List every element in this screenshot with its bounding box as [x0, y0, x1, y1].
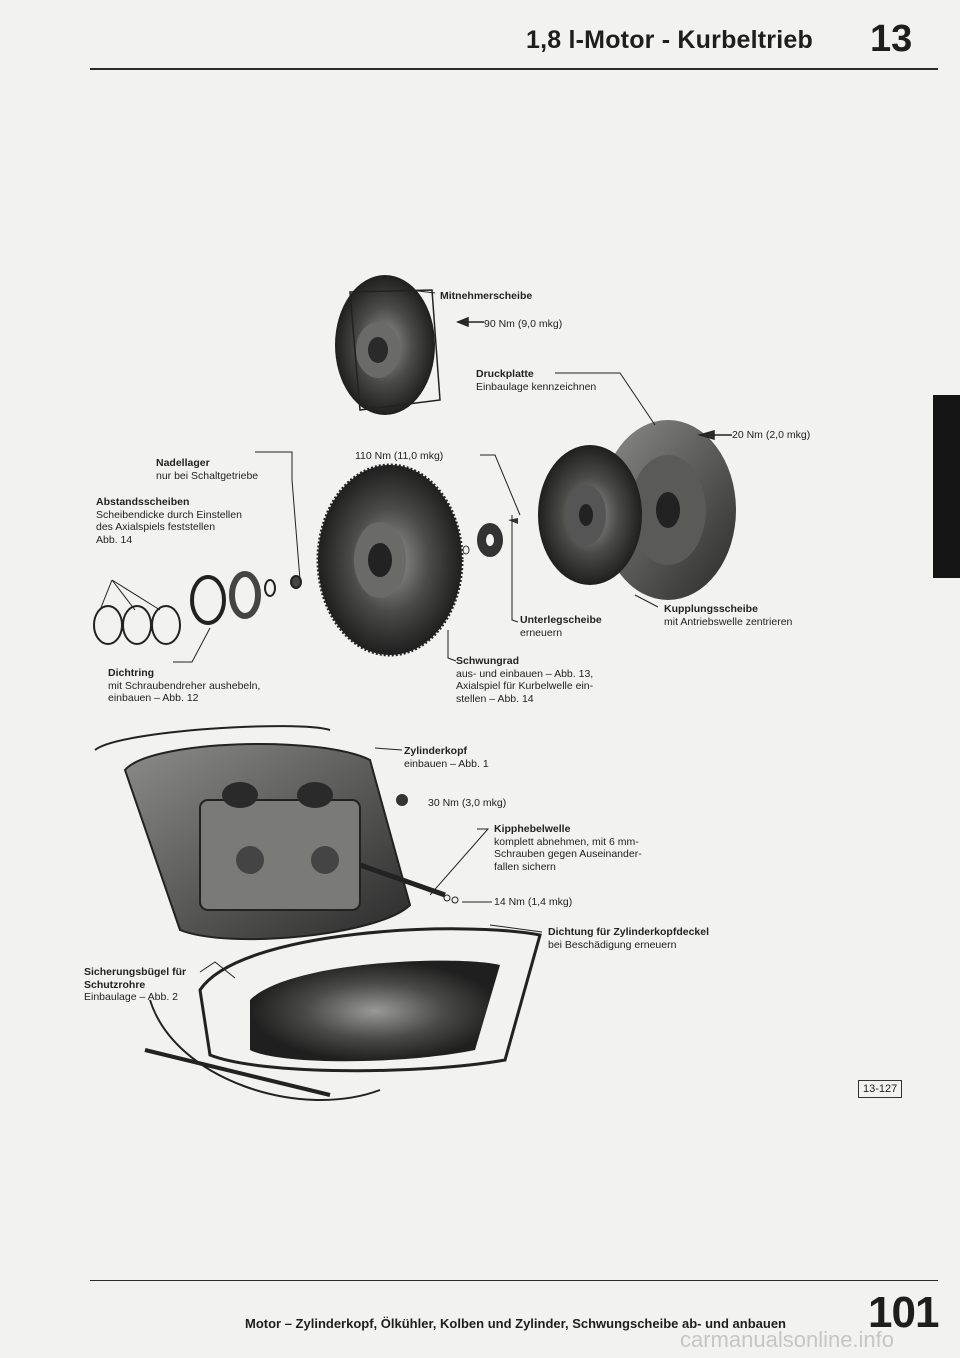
flywheel-part	[316, 463, 464, 657]
label-schwungrad: Schwungrad aus- und einbauen – Abb. 13, …	[456, 655, 594, 705]
bolt-20nm-icon	[697, 430, 732, 440]
page-number: 101	[868, 1288, 939, 1337]
label-torque-14: 14 Nm (1,4 mkg)	[494, 896, 573, 908]
rocker-shaft-part	[359, 794, 459, 904]
label-torque-30: 30 Nm (3,0 mkg)	[428, 797, 507, 809]
page-title: 1,8 l-Motor - Kurbeltrieb	[526, 26, 813, 54]
bolt-90nm-icon	[455, 316, 484, 328]
label-torque-90: 90 Nm (9,0 mkg)	[484, 318, 563, 330]
label-mitnehmerscheibe: Mitnehmerscheibe	[440, 290, 533, 302]
section-tab-marker	[933, 395, 960, 578]
section-number: 13	[870, 18, 913, 60]
figure-code: 13-127	[858, 1080, 903, 1098]
label-torque-20: 20 Nm (2,0 mkg)	[732, 429, 811, 441]
label-dichtring: Dichtring mit Schraubendreher aushebeln,…	[108, 667, 261, 704]
footer-rule	[90, 1280, 938, 1281]
label-abstandsscheiben: Abstandsscheiben Scheibendicke durch Ein…	[96, 496, 242, 546]
spacer-rings-part	[93, 571, 302, 645]
label-sicherungsbuegel: Sicherungsbügel für Schutzrohre Einbaula…	[84, 966, 187, 1003]
leader-lines	[99, 289, 659, 979]
footer-chapter-text: Motor – Zylinderkopf, Ölkühler, Kolben u…	[245, 1316, 786, 1331]
cylinder-head-part	[94, 725, 412, 941]
valve-cover-part	[144, 927, 542, 1101]
header-rule	[90, 68, 938, 70]
washer-part	[462, 518, 518, 557]
clutch-part	[538, 420, 736, 600]
label-torque-110: 110 Nm (11,0 mkg)	[355, 450, 444, 462]
label-kipphebelwelle: Kipphebelwelle komplett abnehmen, mit 6 …	[494, 823, 642, 873]
drive-plate-part	[335, 275, 441, 415]
watermark: carmanualsonline.info	[680, 1327, 895, 1352]
